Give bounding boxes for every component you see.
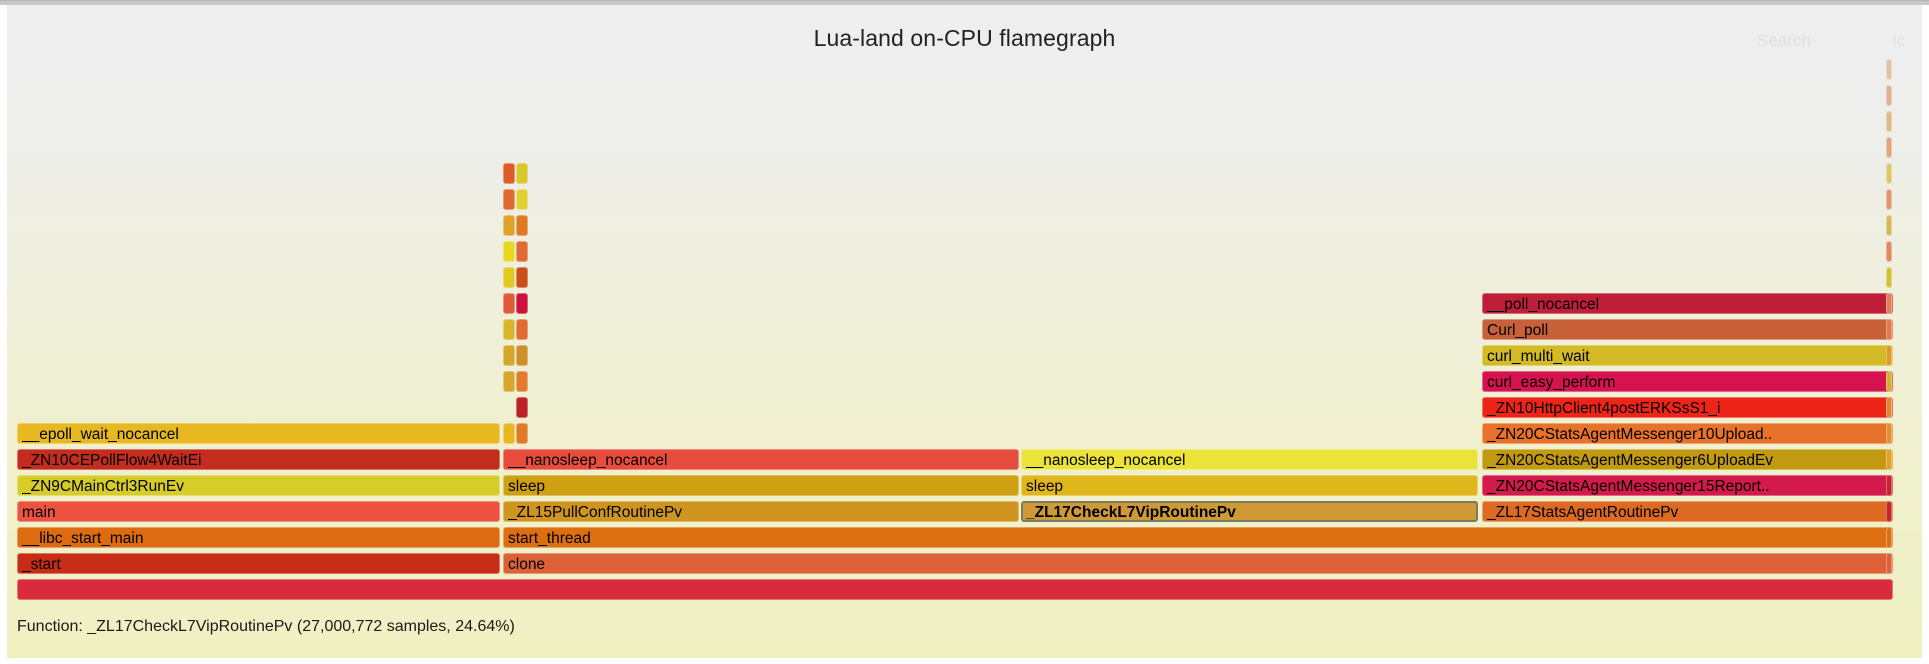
stack-frame-narrow[interactable] bbox=[516, 423, 528, 444]
frame-label: __poll_nocancel bbox=[1487, 296, 1600, 313]
stack-frame-sliver[interactable] bbox=[1886, 111, 1892, 132]
stack-frame[interactable]: _ZL17StatsAgentRoutinePv bbox=[1482, 501, 1893, 522]
stack-frame[interactable]: __libc_start_main bbox=[17, 527, 500, 548]
stack-frame[interactable]: __nanosleep_nocancel bbox=[503, 449, 1019, 470]
stack-frame-sliver[interactable] bbox=[1886, 293, 1892, 314]
stack-frame-sliver[interactable] bbox=[1886, 163, 1892, 184]
frame-label: _ZN9CMainCtrl3RunEv bbox=[22, 478, 184, 495]
stack-frame-sliver[interactable] bbox=[1886, 189, 1892, 210]
frame-label: _ZL15PullConfRoutinePv bbox=[508, 504, 683, 521]
stack-frame-narrow[interactable] bbox=[503, 215, 515, 236]
frame-label: __nanosleep_nocancel bbox=[1026, 452, 1186, 469]
stack-frame[interactable]: _ZL17CheckL7VipRoutinePv bbox=[1021, 501, 1478, 522]
status-bar-details: Function: _ZL17CheckL7VipRoutinePv (27,0… bbox=[17, 618, 515, 635]
stack-frame-narrow[interactable] bbox=[516, 371, 528, 392]
stack-frame-sliver[interactable] bbox=[1886, 527, 1892, 548]
stack-frame[interactable]: sleep bbox=[503, 475, 1019, 496]
frame-label: __libc_start_main bbox=[22, 530, 144, 547]
stack-frame[interactable]: curl_easy_perform bbox=[1482, 371, 1893, 392]
frame-label: sleep bbox=[1026, 478, 1064, 495]
stack-frame-sliver[interactable] bbox=[1886, 319, 1892, 340]
stack-frame-sliver[interactable] bbox=[1886, 241, 1892, 262]
stack-frame-sliver[interactable] bbox=[1886, 553, 1892, 574]
stack-frame[interactable]: _start bbox=[17, 553, 500, 574]
stack-frame-narrow[interactable] bbox=[503, 423, 515, 444]
stack-frame-narrow[interactable] bbox=[503, 267, 515, 288]
stack-frame-narrow[interactable] bbox=[516, 397, 528, 418]
stack-frame-narrow[interactable] bbox=[503, 371, 515, 392]
stack-frame-narrow[interactable] bbox=[503, 293, 515, 314]
stack-frame-narrow[interactable] bbox=[503, 241, 515, 262]
frame-label: curl_easy_perform bbox=[1487, 374, 1616, 391]
stack-frame[interactable]: sleep bbox=[1021, 475, 1478, 496]
stack-frame[interactable]: main bbox=[17, 501, 500, 522]
stack-frame-sliver[interactable] bbox=[1886, 215, 1892, 236]
stack-frame-narrow[interactable] bbox=[503, 319, 515, 340]
stack-frame-narrow[interactable] bbox=[516, 267, 528, 288]
flamegraph-canvas[interactable]: Lua-land on-CPU flamegraph Search ic _st… bbox=[7, 5, 1922, 658]
stack-frame[interactable]: __nanosleep_nocancel bbox=[1021, 449, 1478, 470]
frame-label: _ZN20CStatsAgentMessenger10Upload.. bbox=[1487, 426, 1773, 443]
stack-frame-sliver[interactable] bbox=[1886, 59, 1892, 80]
frame-label: clone bbox=[508, 556, 546, 573]
stack-frame-narrow[interactable] bbox=[516, 215, 528, 236]
stack-frame-narrow[interactable] bbox=[503, 345, 515, 366]
frame-label: sleep bbox=[508, 478, 546, 495]
frame-label: _ZN10HttpClient4postERKSsS1_i bbox=[1487, 400, 1721, 417]
reset-zoom-label[interactable]: ic bbox=[1893, 31, 1906, 50]
stack-frame[interactable]: _ZN10HttpClient4postERKSsS1_i bbox=[1482, 397, 1893, 418]
stack-frame-narrow[interactable] bbox=[516, 163, 528, 184]
stack-frame[interactable]: Curl_poll bbox=[1482, 319, 1893, 340]
window-top-border bbox=[0, 0, 1929, 5]
stack-frame[interactable]: _ZN20CStatsAgentMessenger10Upload.. bbox=[1482, 423, 1893, 444]
frame-label: _ZN10CEPollFlow4WaitEi bbox=[22, 452, 202, 469]
stack-frame-sliver[interactable] bbox=[1886, 371, 1892, 392]
stack-frame[interactable]: _ZN9CMainCtrl3RunEv bbox=[17, 475, 500, 496]
frame-label: _ZL17CheckL7VipRoutinePv bbox=[1026, 504, 1236, 521]
search-input[interactable]: Search bbox=[1757, 31, 1811, 50]
page-title: Lua-land on-CPU flamegraph bbox=[813, 25, 1116, 51]
frame-label: _ZN20CStatsAgentMessenger6UploadEv bbox=[1487, 452, 1774, 469]
stack-frame-narrow[interactable] bbox=[516, 189, 528, 210]
stack-frame-sliver[interactable] bbox=[1886, 501, 1892, 522]
stack-frame[interactable]: curl_multi_wait bbox=[1482, 345, 1893, 366]
stack-frame-narrow[interactable] bbox=[503, 163, 515, 184]
stack-frame-root[interactable] bbox=[17, 579, 1893, 600]
frame-label: _ZN20CStatsAgentMessenger15Report.. bbox=[1487, 478, 1770, 495]
stack-frame-sliver[interactable] bbox=[1886, 397, 1892, 418]
stack-frame[interactable]: __epoll_wait_nocancel bbox=[17, 423, 500, 444]
frame-label: main bbox=[22, 504, 56, 521]
stack-frame[interactable]: _ZL15PullConfRoutinePv bbox=[503, 501, 1019, 522]
frame-label: __epoll_wait_nocancel bbox=[22, 426, 179, 443]
frame-label: _ZL17StatsAgentRoutinePv bbox=[1487, 504, 1679, 521]
stack-frame-sliver[interactable] bbox=[1886, 449, 1892, 470]
stack-frame-narrow[interactable] bbox=[516, 241, 528, 262]
stack-frame[interactable]: start_thread bbox=[503, 527, 1893, 548]
stack-frame[interactable]: _ZN20CStatsAgentMessenger6UploadEv bbox=[1482, 449, 1893, 470]
frame-label: _start bbox=[22, 556, 61, 573]
stack-frame[interactable]: __poll_nocancel bbox=[1482, 293, 1893, 314]
stack-frame-narrow[interactable] bbox=[516, 345, 528, 366]
stack-frame-sliver[interactable] bbox=[1886, 137, 1892, 158]
frame-label: __nanosleep_nocancel bbox=[508, 452, 668, 469]
stack-frame-narrow[interactable] bbox=[503, 189, 515, 210]
frame-label: Curl_poll bbox=[1487, 322, 1549, 339]
frame-label: start_thread bbox=[508, 530, 591, 547]
stack-frame-sliver[interactable] bbox=[1886, 85, 1892, 106]
stack-frame[interactable]: _ZN20CStatsAgentMessenger15Report.. bbox=[1482, 475, 1893, 496]
stack-frame-narrow[interactable] bbox=[516, 293, 528, 314]
frame-label: curl_multi_wait bbox=[1487, 348, 1590, 365]
stack-frame-narrow[interactable] bbox=[516, 319, 528, 340]
stack-frame[interactable]: _ZN10CEPollFlow4WaitEi bbox=[17, 449, 500, 470]
stack-frame-sliver[interactable] bbox=[1886, 475, 1892, 496]
stack-frame[interactable]: clone bbox=[503, 553, 1893, 574]
stack-frame-sliver[interactable] bbox=[1886, 423, 1892, 444]
stack-frame-sliver[interactable] bbox=[1886, 267, 1892, 288]
stack-frame-sliver[interactable] bbox=[1886, 345, 1892, 366]
